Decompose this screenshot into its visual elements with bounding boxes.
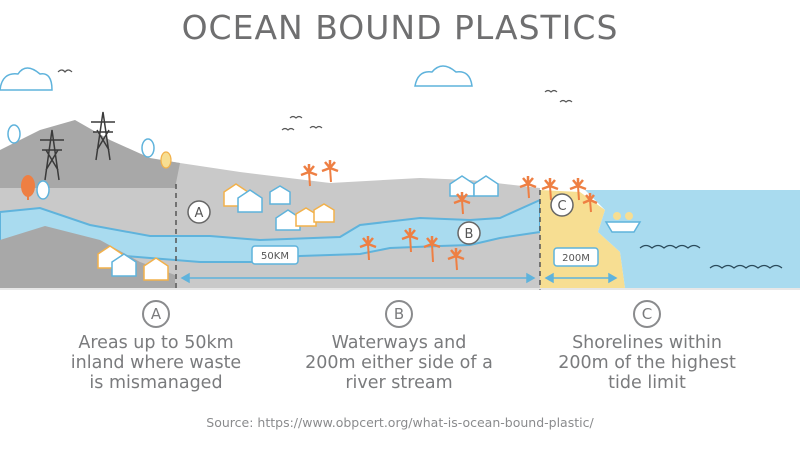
distance-label: 50KM	[261, 251, 289, 262]
palm-trees-icon	[300, 160, 598, 271]
houses-icon	[97, 175, 499, 281]
column-a: A Areas up to 50km inland where waste is…	[36, 300, 276, 393]
cloud-icon	[0, 67, 53, 91]
badge-c: C	[633, 300, 661, 328]
column-c: C Shorelines within 200m of the highest …	[527, 300, 767, 393]
page-title: OCEAN BOUND PLASTICS	[181, 8, 619, 47]
power-tower-icon	[40, 111, 115, 181]
svg-text:A: A	[195, 206, 204, 221]
boat-icon	[604, 212, 642, 233]
column-b: B Waterways and 200m either side of a ri…	[279, 300, 519, 393]
sea-water	[585, 190, 800, 288]
badge-b: B	[385, 300, 413, 328]
distance-arrow	[180, 272, 536, 284]
birds-icon	[57, 69, 573, 131]
column-a-text: Areas up to 50km inland where waste is m…	[70, 333, 242, 393]
svg-text:C: C	[557, 199, 566, 214]
waves-icon	[639, 244, 783, 269]
column-b-text: Waterways and 200m either side of a rive…	[305, 333, 493, 393]
zone-marker-b: B	[457, 221, 481, 245]
column-c-text: Shorelines within 200m of the highest ti…	[558, 333, 736, 393]
ocean-bound-scene: 50KM 200M A B C	[0, 65, 800, 290]
cloud-icon	[414, 65, 473, 87]
svg-text:B: B	[465, 227, 474, 242]
shore-distance-label: 200M	[562, 253, 590, 264]
zone-marker-c: C	[550, 193, 574, 217]
zone-marker-a: A	[187, 200, 211, 224]
shore-distance-arrow	[544, 272, 618, 284]
trees-icon	[7, 124, 172, 200]
mountain-background	[0, 120, 180, 188]
badge-a: A	[142, 300, 170, 328]
source-citation: Source: https://www.obpcert.org/what-is-…	[206, 415, 594, 430]
